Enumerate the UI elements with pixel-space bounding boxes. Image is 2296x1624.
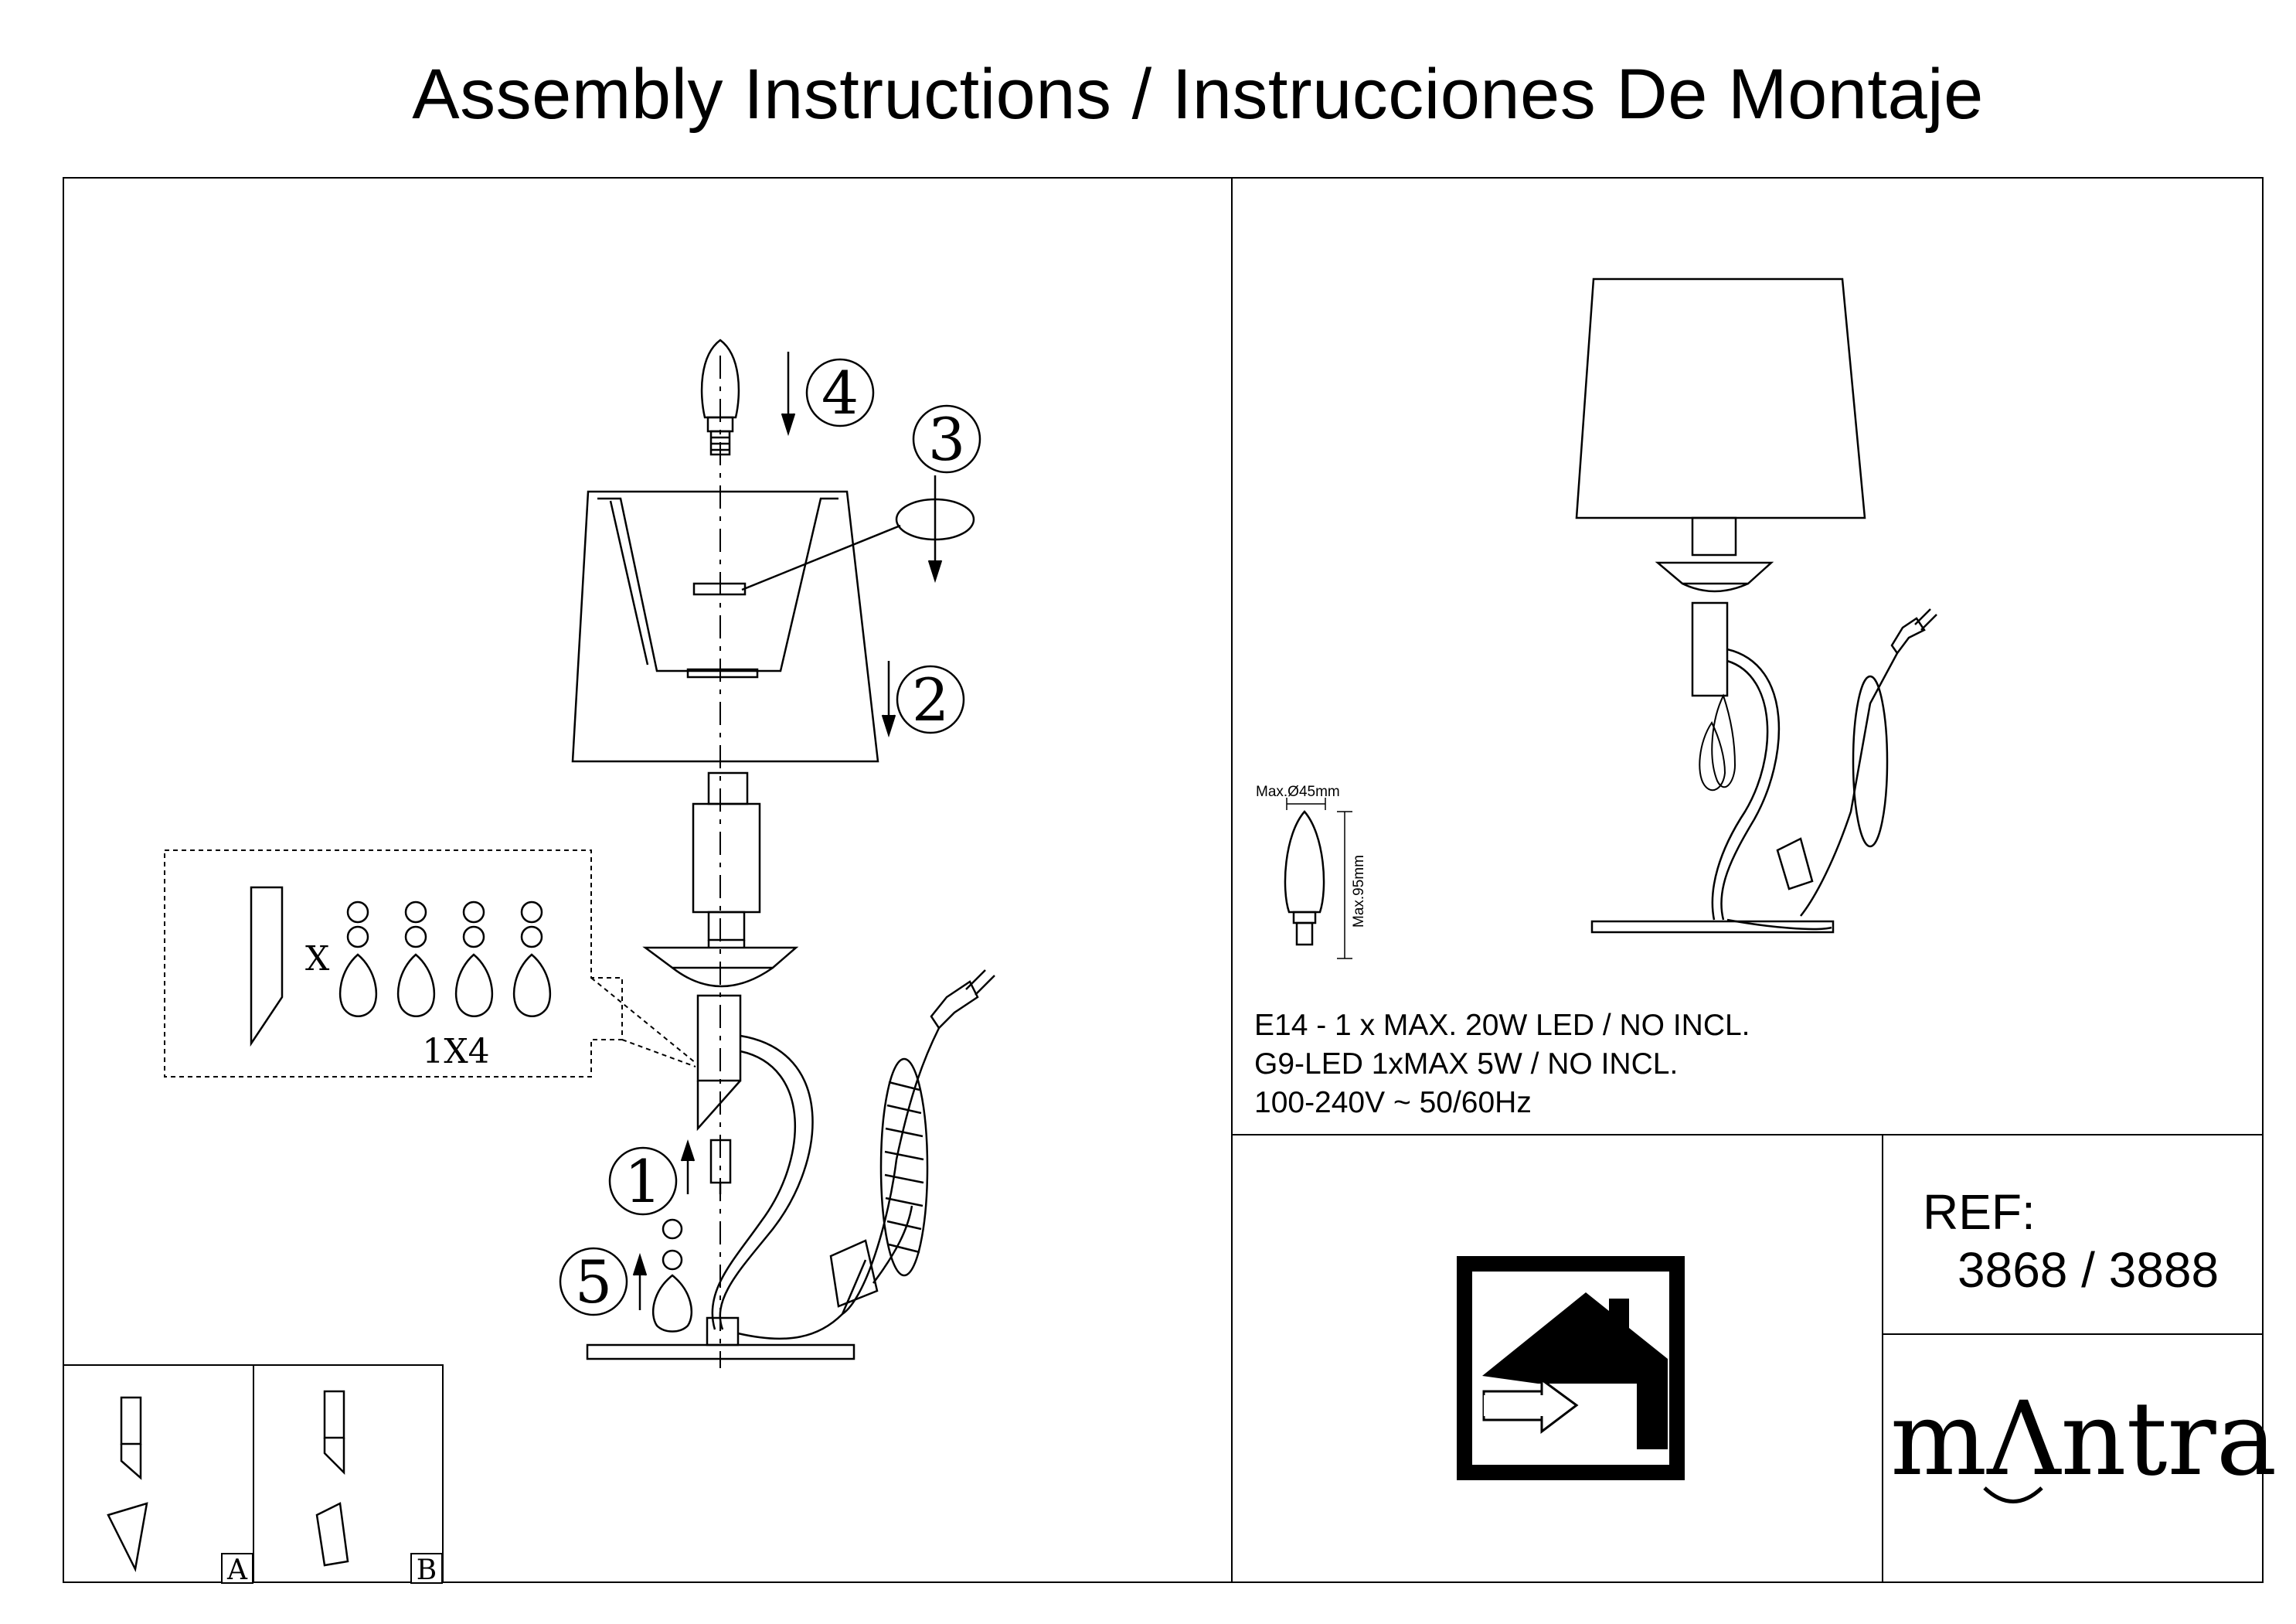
crystal-quantity-label: 1X4 — [422, 1032, 489, 1071]
brand-logo: mΛntra — [1890, 1380, 2277, 1499]
bulb-height: Max.95mm — [1351, 855, 1367, 928]
divider-main — [1231, 177, 1233, 1583]
detail-a-drawing — [107, 1396, 148, 1572]
step-2-label: 2 — [912, 666, 949, 734]
crystal-drop-icon — [651, 1218, 693, 1333]
spec-line-voltage: 100-240V ~ 50/60Hz — [1254, 1086, 1532, 1119]
instruction-frame — [63, 177, 2264, 1583]
spec-line-bulb: E14 - 1 x MAX. 20W LED / NO INCL. — [1254, 1009, 1750, 1042]
ref-value: 3868 / 3888 — [1958, 1242, 2219, 1298]
brand-logo-part-1: m — [1890, 1380, 1988, 1499]
divider-brand — [1882, 1333, 2264, 1335]
brand-logo-part-2: Λ — [1987, 1380, 2061, 1499]
crystal-drops-set — [338, 901, 552, 1017]
assembled-lamp-drawing — [1575, 277, 1937, 934]
bulb-diameter: Max.Ø45mm — [1256, 784, 1340, 800]
step-1-label: 1 — [624, 1147, 662, 1216]
step-5-label: 5 — [575, 1248, 612, 1316]
lampshade-icon — [571, 490, 879, 763]
step-4-label: 4 — [821, 359, 859, 427]
bracket-label: X — [305, 939, 330, 979]
bulb-icon — [700, 339, 740, 456]
bulb-spec-drawing — [1284, 798, 1352, 959]
brand-smile-icon — [1983, 1486, 2043, 1503]
step-3-label: 3 — [928, 405, 965, 474]
indoor-use-house-icon — [1457, 1256, 1685, 1480]
detail-b-label: B — [417, 1554, 437, 1586]
divider-detail-a — [253, 1364, 254, 1583]
divider-detail-b — [442, 1364, 444, 1583]
spec-line-led: G9-LED 1xMAX 5W / NO INCL. — [1254, 1047, 1679, 1081]
brand-logo-part-3: ntra — [2060, 1380, 2277, 1499]
divider-ref — [1882, 1134, 1883, 1583]
detail-a-label: A — [226, 1554, 248, 1586]
detail-b-drawing — [315, 1390, 349, 1567]
page-title: Assembly Instructions / Instrucciones De… — [412, 55, 1984, 134]
divider-spec — [1231, 1134, 2264, 1135]
ref-label: REF: — [1923, 1184, 2036, 1240]
